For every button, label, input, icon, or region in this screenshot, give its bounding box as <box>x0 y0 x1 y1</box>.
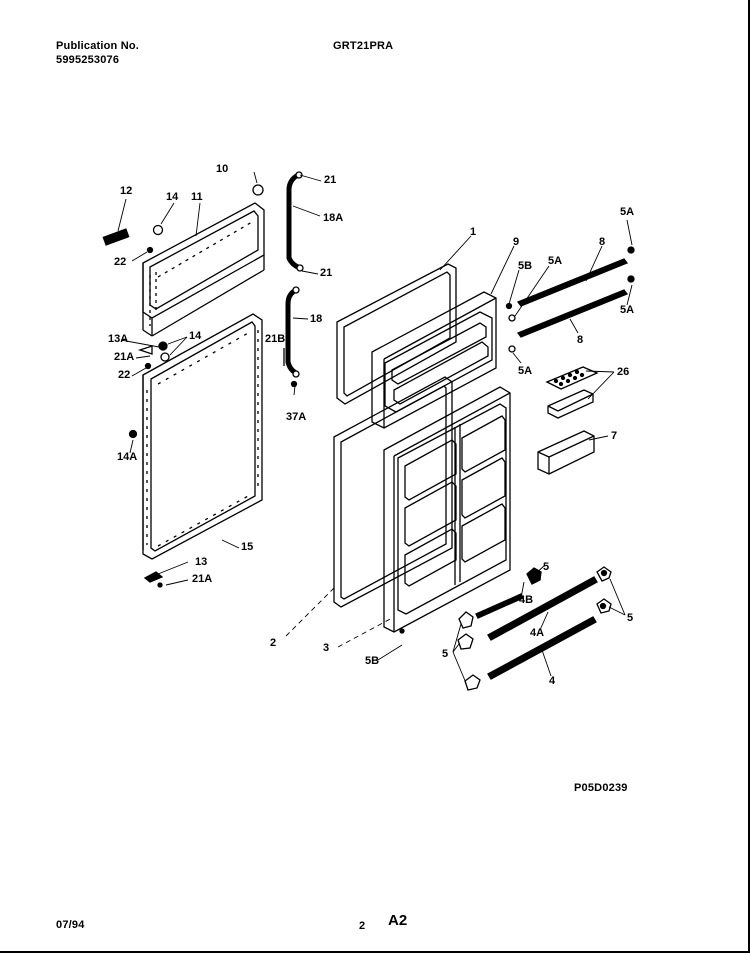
gasket-1 <box>336 263 457 405</box>
footer-page: 2 <box>359 920 366 932</box>
callout-5A: 5A <box>548 255 563 267</box>
callout-5: 5 <box>627 612 634 624</box>
callout-26: 26 <box>617 366 630 378</box>
footer-section: A2 <box>388 912 408 929</box>
callout-14A: 14A <box>117 451 138 463</box>
callout-4B: 4B <box>519 594 534 606</box>
callout-8: 8 <box>599 236 606 248</box>
callout-4: 4 <box>549 675 556 687</box>
shelf-bar-8-lower <box>516 289 629 338</box>
callout-22: 22 <box>118 369 131 381</box>
handle-18A <box>286 171 304 272</box>
callout-37A: 37A <box>286 411 307 423</box>
callout-12: 12 <box>120 185 133 197</box>
callout-10: 10 <box>216 163 229 175</box>
callout-21: 21 <box>324 174 337 186</box>
diagram-code: P05D0239 <box>574 782 628 794</box>
callout-22: 22 <box>114 256 127 268</box>
callout-21A: 21A <box>192 573 213 585</box>
callout-5: 5 <box>442 648 449 660</box>
callout-5B: 5B <box>518 260 533 272</box>
freezer-liner-9 <box>371 291 497 429</box>
callout-13: 13 <box>195 556 208 568</box>
fresh-food-door-15 <box>142 313 263 560</box>
shelf-bar-8-upper <box>516 258 629 307</box>
callout-14: 14 <box>166 191 179 203</box>
callout-13A: 13A <box>108 333 129 345</box>
callout-9: 9 <box>513 236 520 248</box>
part-12-trim <box>102 228 130 246</box>
callout-7: 7 <box>611 430 618 442</box>
part-10-pin <box>252 184 264 196</box>
part-14-bushing <box>152 224 164 236</box>
callout-21A: 21A <box>114 351 135 363</box>
callout-4A: 4A <box>530 627 545 639</box>
callout-5A: 5A <box>620 206 635 218</box>
gasket-2 <box>333 376 453 608</box>
fresh-food-liner-3 <box>383 386 511 633</box>
shelf-bar-4 <box>487 616 597 680</box>
callout-18A: 18A <box>323 212 344 224</box>
egg-tray-26 <box>545 366 599 419</box>
model-number: GRT21PRA <box>333 40 394 52</box>
callout-1: 1 <box>470 226 477 238</box>
footer-date: 07/94 <box>56 919 85 931</box>
callout-11: 11 <box>191 191 203 203</box>
callout-3: 3 <box>323 642 330 654</box>
shelf-bar-4A <box>487 576 598 641</box>
shelf-bar-4B <box>475 593 524 619</box>
handle-18 <box>285 286 300 388</box>
dairy-compartment-7 <box>537 430 595 475</box>
callout-8: 8 <box>577 334 584 346</box>
publication-number: 5995253076 <box>56 54 120 66</box>
callout-18: 18 <box>310 313 323 325</box>
freezer-door-11 <box>142 202 265 337</box>
callout-21: 21 <box>320 267 333 279</box>
callout-5B: 5B <box>365 655 380 667</box>
publication-label: Publication No. <box>56 40 140 52</box>
callout-15: 15 <box>241 541 254 553</box>
callout-5: 5 <box>543 561 550 573</box>
callout-5A: 5A <box>620 304 635 316</box>
callout-2: 2 <box>270 637 277 649</box>
callout-21B: 21B <box>265 333 286 345</box>
callout-5A: 5A <box>518 365 533 377</box>
callout-14: 14 <box>189 330 202 342</box>
